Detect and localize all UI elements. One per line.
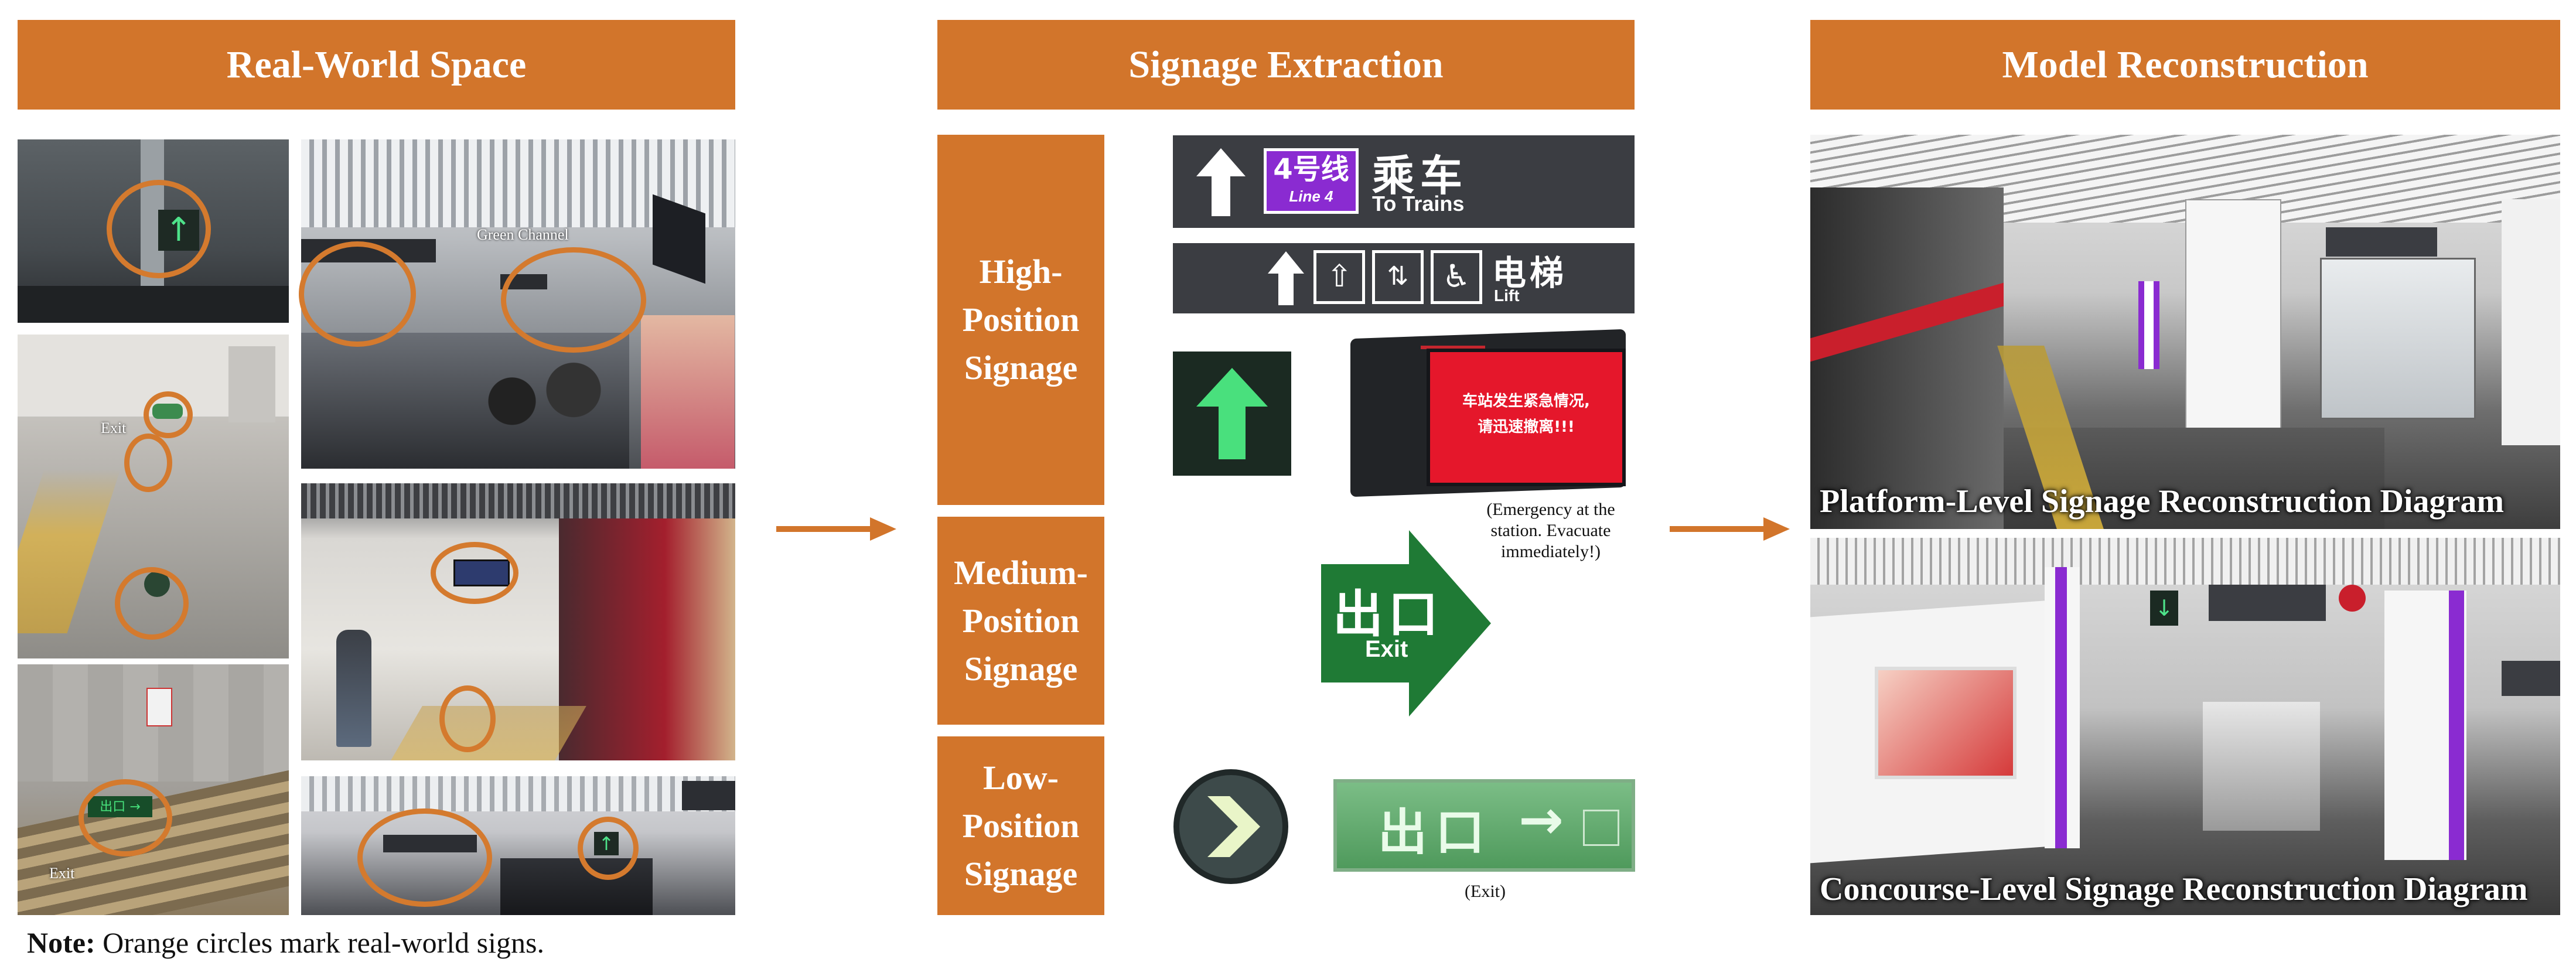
concourse-arrow-sign: ↓ bbox=[2150, 591, 2178, 626]
led-exit-cn: 出口 bbox=[1378, 804, 1493, 861]
orange-circle-marker bbox=[115, 567, 189, 640]
led-exit-sign: 出口 → bbox=[1333, 779, 1635, 872]
round-chevron-sign bbox=[1173, 769, 1288, 884]
concourse-reconstruction: ↓ bbox=[1810, 538, 2560, 915]
green-up-arrow-sign bbox=[1173, 352, 1291, 476]
to-trains-sign: 4号线 Line 4 乘车 To Trains bbox=[1173, 135, 1635, 228]
orange-circle-marker bbox=[439, 685, 496, 752]
platform-reconstruction bbox=[1810, 135, 2560, 529]
model-reconstruction-header: Model Reconstruction bbox=[1810, 20, 2560, 110]
chevron-right-icon bbox=[1207, 796, 1260, 857]
concourse-ad-panel bbox=[1875, 667, 2017, 779]
concourse-trains-sign bbox=[2209, 585, 2326, 621]
photo-platform-person bbox=[301, 483, 735, 760]
exit-arrow-sign bbox=[1321, 530, 1491, 716]
flow-arrow-right bbox=[1670, 517, 1790, 541]
footnote-bold: Note: bbox=[27, 926, 95, 959]
orange-circle-marker bbox=[107, 180, 211, 278]
orange-circle-marker bbox=[431, 542, 518, 604]
elevator-icon: ⇅ bbox=[1372, 250, 1424, 304]
exit-label-floor: Exit bbox=[101, 419, 127, 436]
concourse-reconstruction-label: Concourse-Level Signage Reconstruction D… bbox=[1820, 871, 2528, 907]
orange-circle-marker bbox=[578, 817, 639, 880]
exit-label-stairs: Exit bbox=[49, 865, 75, 882]
orange-circle-marker bbox=[299, 241, 416, 347]
no-entry-icon bbox=[2339, 585, 2366, 612]
to-trains-cn: 乘车 bbox=[1372, 151, 1469, 200]
orange-circle-marker bbox=[357, 808, 492, 907]
emergency-screen-sign: 车站发生紧急情况, 请迅速撤离!!! bbox=[1350, 329, 1632, 498]
lift-cn: 电梯 bbox=[1492, 253, 1568, 293]
signage-extraction-header: Signage Extraction bbox=[937, 20, 1635, 110]
exit-caption: (Exit) bbox=[1465, 882, 1506, 901]
up-arrow-icon bbox=[1268, 251, 1304, 305]
real-world-space-header: Real-World Space bbox=[18, 20, 735, 110]
orange-circle-marker bbox=[79, 779, 172, 856]
lift-sign: ⇧ ⇅ ♿ 电梯 Lift bbox=[1173, 243, 1635, 313]
orange-circle-marker bbox=[124, 434, 172, 492]
green-channel-label: Green Channel bbox=[477, 226, 569, 243]
photo-pillar-arrow: ↑ bbox=[18, 139, 289, 323]
exit-arrow-en: Exit bbox=[1365, 636, 1408, 662]
green-up-arrow-icon bbox=[1196, 368, 1268, 459]
exit-door-icon: ⇧ bbox=[1313, 250, 1365, 304]
platform-lift-sign bbox=[2326, 227, 2437, 257]
emergency-caption: (Emergency at the station. Evacuate imme… bbox=[1486, 500, 1615, 561]
orange-circle-marker bbox=[144, 391, 193, 438]
exit-arrow-cn: 出口 bbox=[1333, 585, 1443, 644]
orange-circle-marker bbox=[501, 247, 646, 353]
wheelchair-icon: ♿ bbox=[1431, 250, 1482, 304]
emergency-screen-display: 车站发生紧急情况, 请迅速撤离!!! bbox=[1427, 349, 1626, 486]
led-exit-arrow: → bbox=[1519, 789, 1564, 851]
footnote-text: Orange circles mark real-world signs. bbox=[95, 926, 544, 959]
footnote: Note: Orange circles mark real-world sig… bbox=[27, 926, 544, 960]
platform-reconstruction-label: Platform-Level Signage Reconstruction Di… bbox=[1820, 483, 2504, 520]
flow-arrow-left bbox=[776, 517, 896, 541]
lift-en: Lift bbox=[1494, 286, 1520, 305]
to-trains-en: To Trains bbox=[1372, 192, 1465, 216]
line4-badge: 4号线 Line 4 bbox=[1264, 148, 1359, 214]
up-arrow-icon bbox=[1196, 148, 1246, 216]
